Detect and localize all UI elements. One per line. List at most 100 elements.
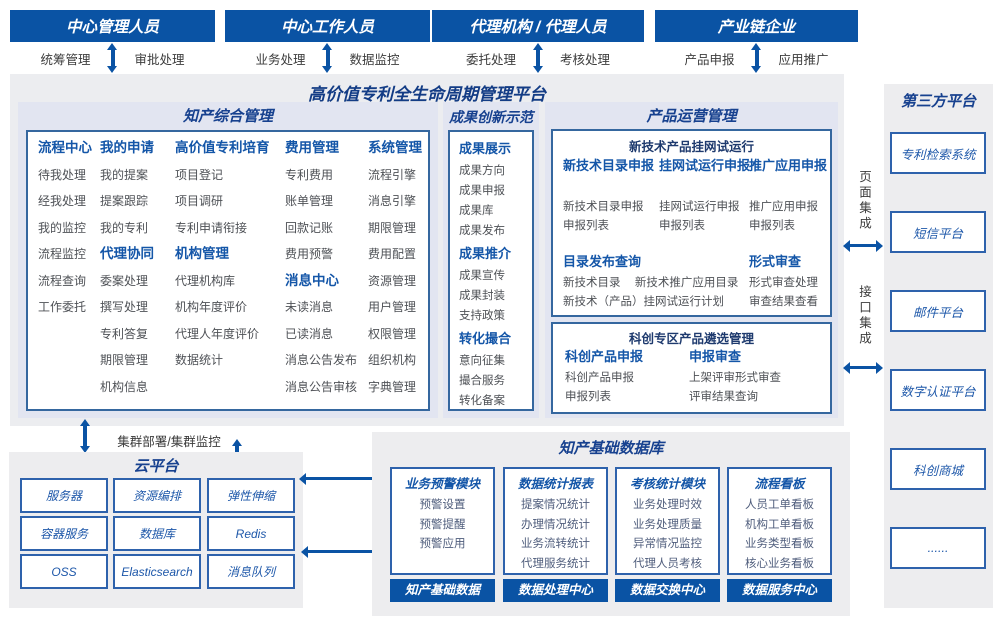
- menu-item: 提案跟踪: [100, 194, 149, 208]
- menu-item: 推广应用申报: [749, 201, 818, 213]
- module-header: 业务预警模块: [404, 477, 480, 491]
- group-header: 申报审查: [689, 349, 742, 364]
- column-header: 费用管理: [285, 140, 339, 155]
- menu-item: 成果申报: [459, 185, 505, 197]
- section-title: 产品运营管理: [646, 108, 737, 125]
- menu-item: 上架评审形式审查: [689, 372, 781, 384]
- section-title: 第三方平台: [900, 93, 976, 110]
- group-header: 挂网试运行申报: [659, 158, 751, 173]
- menu-item: 评审结果查询: [689, 391, 758, 403]
- module-business-alert: 业务预警模块 预警设置 预警提醒 预警应用: [390, 467, 495, 575]
- box-label: Redis: [235, 526, 267, 541]
- menu-item: 业务处理时效: [633, 499, 702, 511]
- module-header: 流程看板: [754, 477, 805, 491]
- leftright-arrow-icon: [843, 239, 883, 252]
- menu-item: 预警提醒: [419, 518, 466, 531]
- module-statistics-report: 数据统计报表 提案情况统计 办理情况统计 业务流转统计 代理服务统计: [503, 467, 608, 575]
- role-function-right: 审批处理: [134, 52, 185, 67]
- updown-arrow-icon: [751, 43, 761, 73]
- menu-item: 组织机构: [368, 353, 417, 367]
- menu-item: 业务类型看板: [745, 538, 814, 550]
- cloud-database: 数据库: [113, 516, 201, 551]
- menu-item: 专利申请衔接: [175, 220, 248, 235]
- menu-item: 已读消息: [285, 326, 334, 341]
- menu-item: 我的监控: [38, 220, 87, 235]
- menu-item: 我的提案: [100, 167, 149, 182]
- col-declare-review: 申报审查 上架评审形式审查 评审结果查询: [689, 348, 827, 407]
- role-function-left: 产品申报: [684, 52, 735, 67]
- menu-item: 机构工单看板: [745, 518, 814, 531]
- catalog-publish-query: 目录发布查询 新技术目录 新技术推广应用目录 新技术（产品）挂网试运行计划: [563, 253, 745, 312]
- ip-col-my-applications: 我的申请 我的提案 提案跟踪 我的专利 代理协同 委案处理 撰写处理 专利答复 …: [100, 135, 154, 400]
- menu-item: 撮合服务: [459, 375, 505, 387]
- menu-item: 机构信息: [100, 379, 149, 394]
- menu-item: 代理服务统计: [521, 557, 590, 570]
- cloud-elastic-scaling: 弹性伸缩: [207, 478, 295, 513]
- menu-item: 转化备案: [459, 395, 505, 407]
- menu-item: 经我处理: [38, 194, 87, 208]
- updown-arrow-icon: [532, 43, 543, 73]
- product-ops-section: 产品运营管理 新技术产品挂网试运行 新技术目录申报 新技术目录申报 申报列表 挂…: [545, 102, 838, 418]
- cloud-elasticsearch: Elasticsearch: [113, 554, 201, 589]
- menu-item: 人员工单看板: [745, 499, 814, 511]
- trial-run-box: 新技术产品挂网试运行 新技术目录申报 新技术目录申报 申报列表 挂网试运行申报 …: [551, 129, 832, 317]
- cloud-platform-panel: 云平台 服务器 资源编排 弹性伸缩 容器服务 数据库 Redis OSS Ela…: [9, 452, 303, 608]
- menu-item: 申报列表: [563, 220, 609, 232]
- box-label: ......: [927, 541, 949, 555]
- platform-title: 高价值专利全生命周期管理平台: [308, 85, 546, 104]
- menu-item: 字典管理: [368, 379, 417, 394]
- column-header: 高价值专利培育: [175, 140, 270, 155]
- menu-item: 费用配置: [368, 247, 417, 261]
- role-functions-center-managers: 统筹管理 审批处理: [10, 43, 215, 73]
- subbox-title: 新技术产品挂网试运行: [628, 140, 754, 154]
- cloud-server: 服务器: [20, 478, 108, 513]
- menu-item: 专利答复: [100, 326, 149, 341]
- menu-item: 机构年度评价: [175, 300, 248, 314]
- ip-col-process-center: 流程中心 待我处理 经我处理 我的监控 流程监控 流程查询 工作委托: [38, 135, 92, 321]
- column-subheader: 机构管理: [175, 246, 229, 261]
- third-party-digital-cert: 数字认证平台: [890, 369, 986, 411]
- menu-item: 申报列表: [749, 220, 795, 232]
- section-title: 知产基础数据库: [558, 440, 664, 457]
- role-functions-center-staff: 业务处理 数据监控: [225, 43, 430, 73]
- ip-database-panel: 知产基础数据库 业务预警模块 预警设置 预警提醒 预警应用 数据统计报表 提案情…: [372, 432, 850, 616]
- box-label: 弹性伸缩: [226, 489, 275, 503]
- box-label: 邮件平台: [912, 305, 963, 320]
- group-header: 科创产品申报: [565, 349, 644, 364]
- menu-item: 我的专利: [100, 220, 149, 235]
- box-label: 专利检索系统: [900, 147, 976, 162]
- role-function-right: 数据监控: [349, 52, 400, 67]
- box-label: 数据库: [138, 527, 175, 541]
- menu-item: 流程查询: [38, 273, 87, 288]
- box-label: 科创商城: [912, 463, 963, 478]
- third-party-email: 邮件平台: [890, 290, 986, 332]
- role-function-left: 委托处理: [465, 52, 516, 67]
- role-bar-agencies: 代理机构 / 代理人员: [432, 10, 644, 42]
- menu-item: 代理机构库: [175, 273, 236, 288]
- cloud-message-queue: 消息队列: [207, 554, 295, 589]
- role-title: 代理机构 / 代理人员: [469, 19, 607, 36]
- menu-item: 意向征集: [459, 355, 505, 367]
- section-title: 云平台: [133, 458, 179, 475]
- menu-item: 预警应用: [419, 538, 466, 550]
- menu-item: 提案情况统计: [521, 499, 590, 511]
- leftright-arrow-icon: [301, 545, 379, 558]
- menu-item: 代理人员考核: [633, 557, 702, 570]
- platform-panel: 高价值专利全生命周期管理平台 知产综合管理 流程中心 待我处理 经我处理 我的监…: [10, 74, 844, 426]
- menu-item: 期限管理: [100, 353, 149, 367]
- section-title: 知产综合管理: [182, 108, 273, 125]
- role-title: 中心管理人员: [65, 19, 159, 36]
- module-assessment-statistics: 考核统计模块 业务处理时效 业务处理质量 异常情况监控 代理人员考核: [615, 467, 720, 575]
- menu-item: 申报列表: [565, 391, 611, 403]
- cluster-label: 集群部署/集群监控: [117, 435, 221, 449]
- group-header: 形式审查: [749, 254, 802, 269]
- box-label: 服务器: [45, 489, 82, 503]
- menu-item: 流程监控: [38, 247, 87, 261]
- left-arrow-icon: [299, 472, 398, 485]
- group-header: 推广应用申报: [749, 158, 828, 173]
- formal-review: 形式审查 形式审查处理 审查结果查看: [749, 253, 829, 312]
- menu-item: 异常情况监控: [633, 538, 702, 550]
- menu-item: 回款记账: [285, 220, 334, 235]
- menu-item-row: 新技术目录 新技术推广应用目录: [563, 274, 745, 293]
